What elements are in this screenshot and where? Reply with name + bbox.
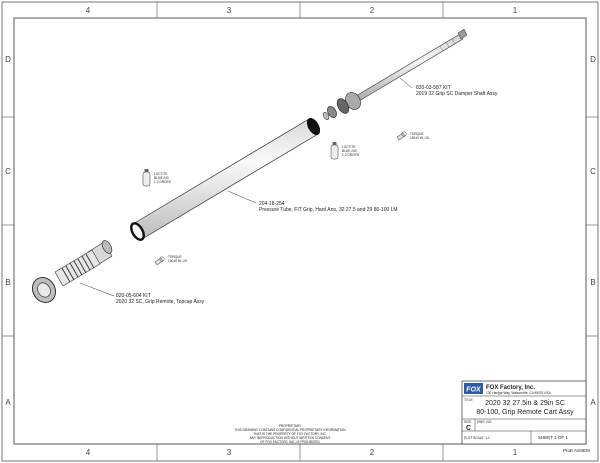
inner-border <box>13 17 587 445</box>
torque-wrench-icon <box>396 132 406 141</box>
zone-row-d-left: D <box>5 55 11 64</box>
loctite-b-line2: BLUE 243 <box>342 149 357 153</box>
zone-row-c-right: C <box>590 167 596 176</box>
zone-col-3-top: 3 <box>227 6 232 15</box>
loctite-b-title: LOCTITE <box>342 145 355 149</box>
damper-shaft-assembly <box>322 28 468 120</box>
topcap-assembly <box>32 240 113 303</box>
damper-washer <box>322 112 330 120</box>
leader-lines <box>79 77 413 297</box>
zone-col-4-bottom: 4 <box>86 448 91 457</box>
zone-row-a-left: A <box>5 398 11 407</box>
zone-row-d-right: D <box>590 55 596 64</box>
topcap-description: 2020 32 SC, Grip Remote, Topcap Assy <box>116 299 205 305</box>
confidential-line-4: OF FOX FACTORY, INC. IS PROHIBITED <box>260 440 320 444</box>
torque-a-title: TORQUE <box>410 132 424 136</box>
loctite-bottle-icon <box>142 171 151 187</box>
dwg-no-label: DWG. NO. <box>477 420 492 424</box>
torque-b-title: TORQUE <box>168 255 182 259</box>
loctite-symbol-a: LOCTITE BLUE 243 1-2 DROPS <box>142 169 171 187</box>
loctite-cap-icon <box>332 142 337 145</box>
proe-assem-label: ProE ASSEM <box>563 448 590 453</box>
damper-shaft-part-number: 820-03-587 KIT <box>416 85 451 91</box>
sheet-number: SHEET 1 OF 1 <box>538 435 568 440</box>
shaft-grooves <box>439 38 456 52</box>
loctite-bottle-icon <box>330 144 339 160</box>
confidential-line-3: ANY REPRODUCTION WITHOUT WRITTEN CONSENT <box>250 436 331 440</box>
tube-top-oring <box>306 118 321 135</box>
torque-symbol-a: TORQUE 150±5 IN. LB. <box>396 131 430 141</box>
torque-a-value: 150±5 IN. LB. <box>410 136 430 140</box>
fox-logo-mark: FOX <box>466 387 482 394</box>
zone-col-1-top: 1 <box>513 6 518 15</box>
loctite-cap-icon <box>144 169 149 172</box>
sheet-size: C <box>466 425 471 432</box>
remote-end-cap <box>101 240 113 254</box>
confidential-line-1: THIS DRAWING CONTAINS CONFIDENTIAL PROPR… <box>234 428 346 432</box>
zone-row-b-right: B <box>590 278 595 287</box>
damper-nut <box>327 106 337 118</box>
zone-row-a-right: A <box>590 398 596 407</box>
loctite-symbol-b: LOCTITE BLUE 243 1-2 DROPS <box>330 142 359 160</box>
zone-col-3-bottom: 3 <box>227 448 232 457</box>
topcap-face <box>37 282 51 298</box>
company-address: 130 Hangar Way, Watsonville, CA 95076 US… <box>486 391 552 395</box>
pressure-tube-assembly <box>130 118 321 241</box>
confidential-heading: PROPRIETARY <box>279 424 302 428</box>
tube-bottom-oring <box>130 222 145 241</box>
topcap-part-number: 820-05-604 KIT <box>116 293 151 299</box>
shaft-tip <box>457 28 468 40</box>
company-name: FOX Factory, Inc. <box>486 385 535 391</box>
confidentiality-notice: PROPRIETARY THIS DRAWING CONTAINS CONFID… <box>234 424 346 444</box>
torque-wrench-icon <box>154 257 164 266</box>
zone-col-1-bottom: 1 <box>513 448 518 457</box>
damper-shaft-description: 2019 32 Grip SC Damper Shaft Assy <box>416 91 498 97</box>
torque-symbol-b: TORQUE 150±5 IN. LB. <box>154 255 188 266</box>
torque-b-value: 150±5 IN. LB. <box>168 259 188 263</box>
zone-row-b-left: B <box>5 278 10 287</box>
zone-col-2-bottom: 2 <box>370 448 375 457</box>
loctite-a-line3: 1-2 DROPS <box>154 180 171 184</box>
pressure-tube-part-number: 204-18-254 <box>259 201 285 207</box>
title-block: FOX FOX Factory, Inc. 130 Hangar Way, Wa… <box>461 380 587 445</box>
damper-piston <box>336 98 350 114</box>
drawing-title-line1: 2020 32 27.5in & 29in SC <box>485 400 565 407</box>
loctite-b-line3: 1-2 DROPS <box>342 153 359 157</box>
remote-spring-coils <box>61 253 95 283</box>
fox-logo <box>464 383 483 394</box>
title-label: TITLE <box>464 398 473 402</box>
loctite-a-title: LOCTITE <box>154 172 167 176</box>
pressure-tube-description: Pressure Tube, FIT Grip, Hard Ano, 32 27… <box>259 207 398 213</box>
zone-row-c-left: C <box>5 167 11 176</box>
zone-col-2-top: 2 <box>370 6 375 15</box>
confidential-line-2: THAT IS THE PROPERTY OF FOX FACTORY, INC… <box>253 432 327 436</box>
zone-col-4-top: 4 <box>86 6 91 15</box>
size-label: SIZE <box>464 420 471 424</box>
loctite-a-line2: BLUE 243 <box>154 176 169 180</box>
plot-scale: PLOT SCALE: 1:1 <box>464 436 490 440</box>
drawing-title-line2: 80-100, Grip Remote Cart Assy <box>476 409 574 416</box>
